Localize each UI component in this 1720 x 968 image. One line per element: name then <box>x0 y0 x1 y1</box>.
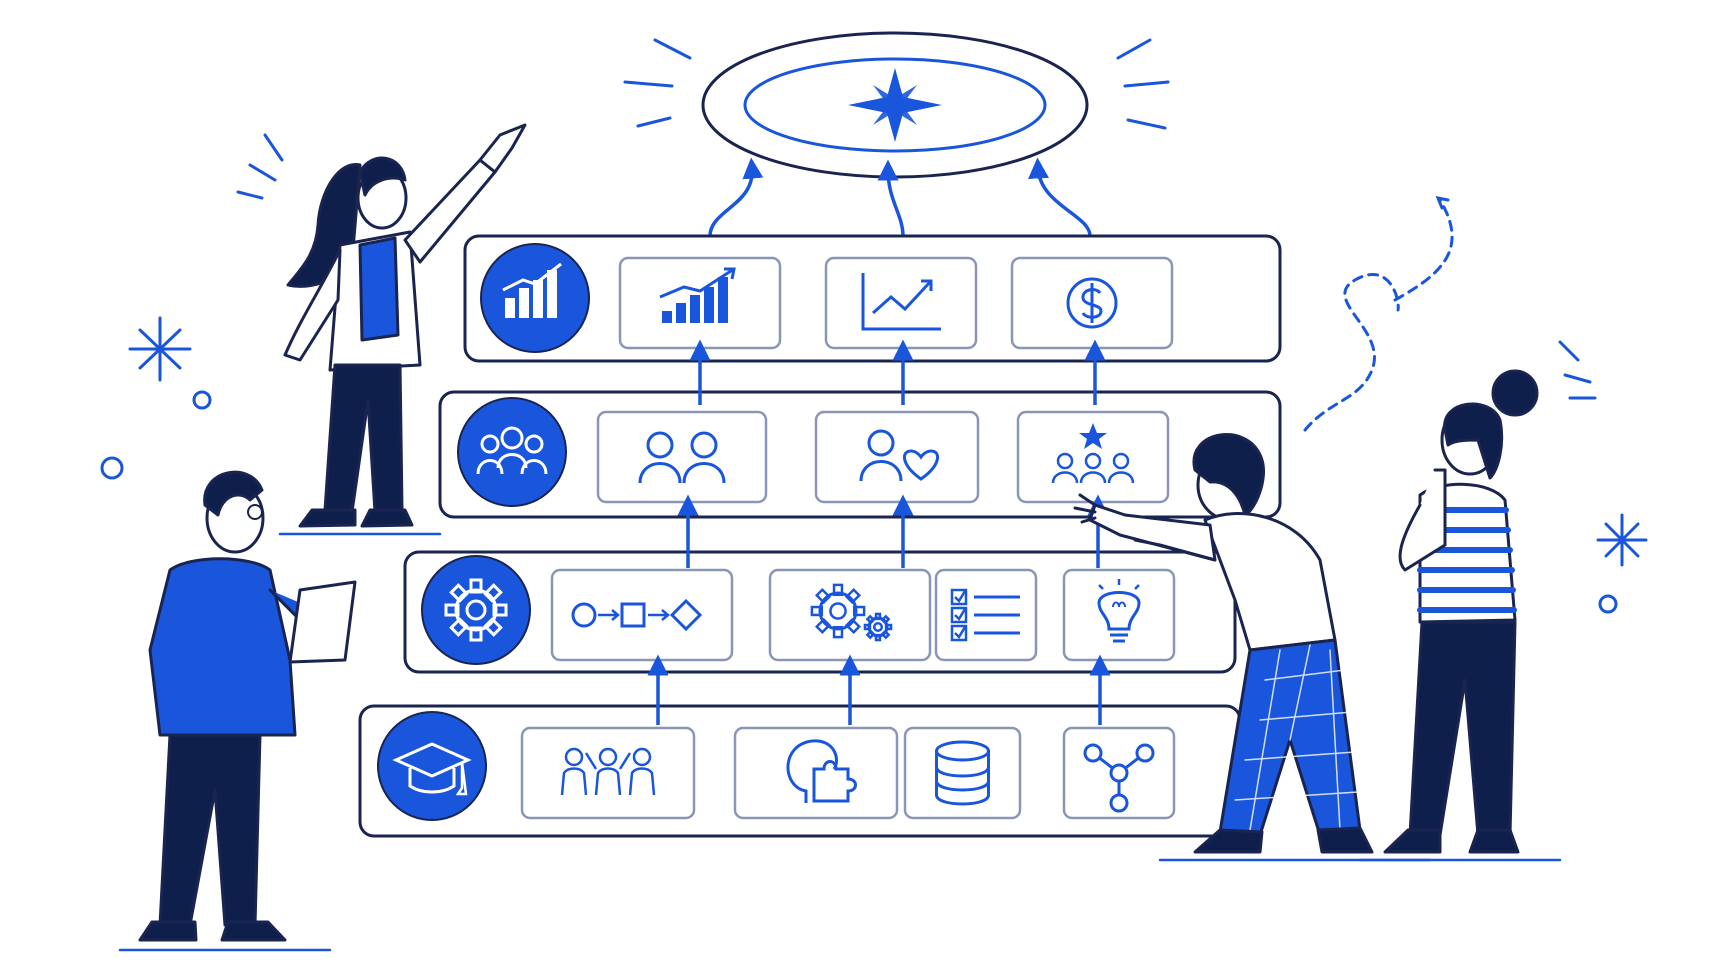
sparkle-left-icon <box>128 316 192 382</box>
deco-circle <box>1598 594 1618 614</box>
emphasis-lines <box>236 38 1597 400</box>
deco-circle <box>100 456 124 480</box>
layer-badge <box>377 711 487 821</box>
two-people-icon <box>638 431 726 484</box>
growth-bars-icon <box>502 262 562 318</box>
man-with-tablet <box>118 470 357 952</box>
processes-layer <box>403 550 1237 674</box>
graduation-cap-icon <box>392 742 472 796</box>
layer-card <box>520 726 696 820</box>
layer-badge <box>421 555 531 665</box>
layer-card <box>824 256 978 350</box>
sparkle-right-icon <box>1596 513 1648 567</box>
deco-circle <box>192 390 212 410</box>
rising-bars-icon <box>659 267 736 323</box>
decorations <box>100 38 1648 614</box>
line-graph-icon <box>861 273 941 331</box>
gears-icon <box>810 583 893 642</box>
learning-layer <box>358 704 1242 838</box>
layer-card <box>1016 410 1170 504</box>
layer-card <box>596 410 768 504</box>
lightbulb-icon <box>1097 579 1141 643</box>
dollar-coin-icon <box>1066 277 1118 329</box>
goal-target <box>701 31 1089 179</box>
process-flow-icon <box>571 598 703 632</box>
gear-icon <box>444 578 508 642</box>
layer-card <box>733 726 899 820</box>
network-nodes-icon <box>1083 743 1155 813</box>
star-team-icon <box>1051 423 1135 484</box>
layer-card <box>618 256 782 350</box>
layer-arrows <box>647 339 1111 725</box>
layer-card <box>1062 726 1176 820</box>
database-icon <box>935 740 990 806</box>
person-heart-icon <box>859 429 940 482</box>
layer-card <box>550 568 734 662</box>
layer-card <box>934 568 1038 662</box>
outcomes-layer <box>463 234 1282 363</box>
head-puzzle-icon <box>786 739 857 803</box>
layer-card <box>768 568 932 662</box>
woman-pointing-up <box>278 123 527 536</box>
layer-card <box>1010 256 1174 350</box>
layer-badge <box>457 397 567 507</box>
compass-star-icon <box>848 68 942 142</box>
layer-badge <box>480 243 590 353</box>
goal-arrows <box>708 157 1092 238</box>
man-pushing-card <box>1073 433 1432 862</box>
collaboration-icon <box>560 747 656 796</box>
customers-layer <box>438 390 1282 519</box>
dashed-loop-arrow <box>1303 195 1454 432</box>
checklist-icon <box>950 588 1020 642</box>
layer-card <box>1062 568 1176 662</box>
team-group-icon <box>476 426 548 475</box>
layer-card <box>903 726 1022 820</box>
woman-thinking <box>1358 369 1562 862</box>
layer-card <box>814 410 980 504</box>
